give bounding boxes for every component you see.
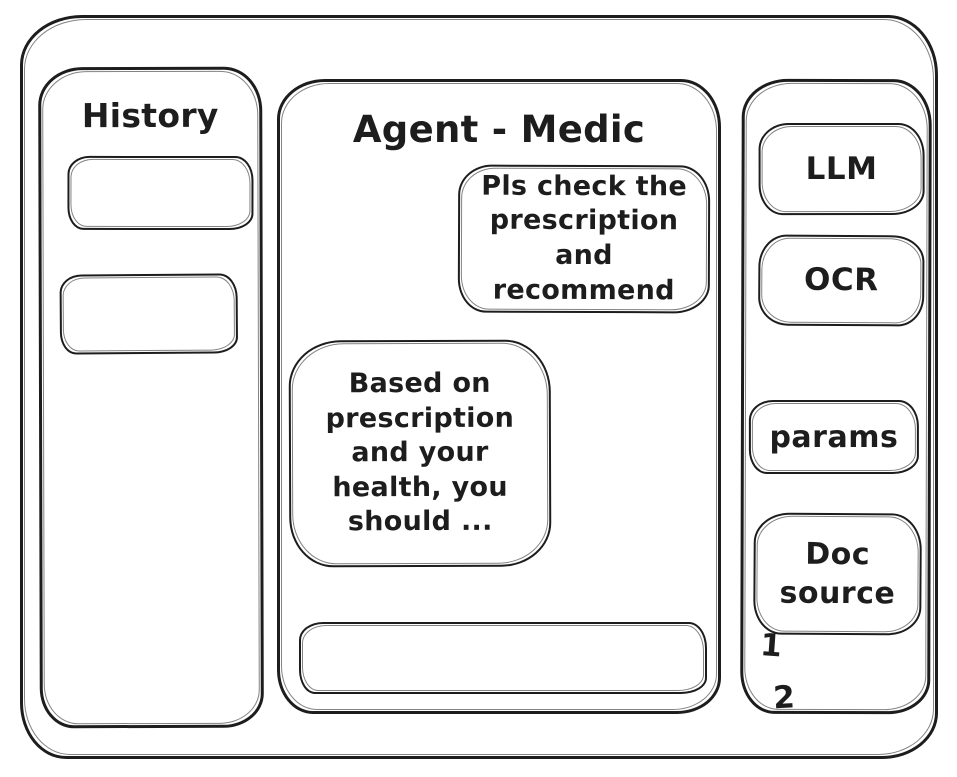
user-message-bubble: Pls check the prescription and recommend bbox=[457, 164, 711, 314]
history-item-1[interactable] bbox=[67, 155, 254, 231]
params-button[interactable]: params bbox=[748, 399, 919, 474]
history-panel: History bbox=[38, 66, 264, 729]
tools-panel: LLM OCR params Doc source 1 2 bbox=[740, 78, 932, 717]
app-window: History Agent - Medic Pls check the pres… bbox=[20, 15, 938, 759]
doc-source-item-2[interactable]: 2 bbox=[772, 679, 796, 717]
user-message-text: Pls check the prescription and recommend bbox=[481, 170, 688, 306]
history-title: History bbox=[81, 95, 219, 136]
llm-button[interactable]: LLM bbox=[758, 122, 925, 216]
doc-source-button[interactable]: Doc source bbox=[753, 512, 922, 636]
history-item-2[interactable] bbox=[59, 273, 239, 355]
ocr-button[interactable]: OCR bbox=[758, 234, 925, 327]
chat-panel: Agent - Medic Pls check the prescription… bbox=[277, 79, 721, 714]
message-input[interactable] bbox=[305, 628, 701, 688]
agent-message-text: Based on prescription and your health, y… bbox=[325, 367, 515, 538]
doc-source-item-1[interactable]: 1 bbox=[759, 627, 784, 665]
agent-message-bubble: Based on prescription and your health, y… bbox=[288, 339, 552, 568]
message-input-container bbox=[299, 622, 707, 694]
chat-title: Agent - Medic bbox=[352, 108, 646, 151]
